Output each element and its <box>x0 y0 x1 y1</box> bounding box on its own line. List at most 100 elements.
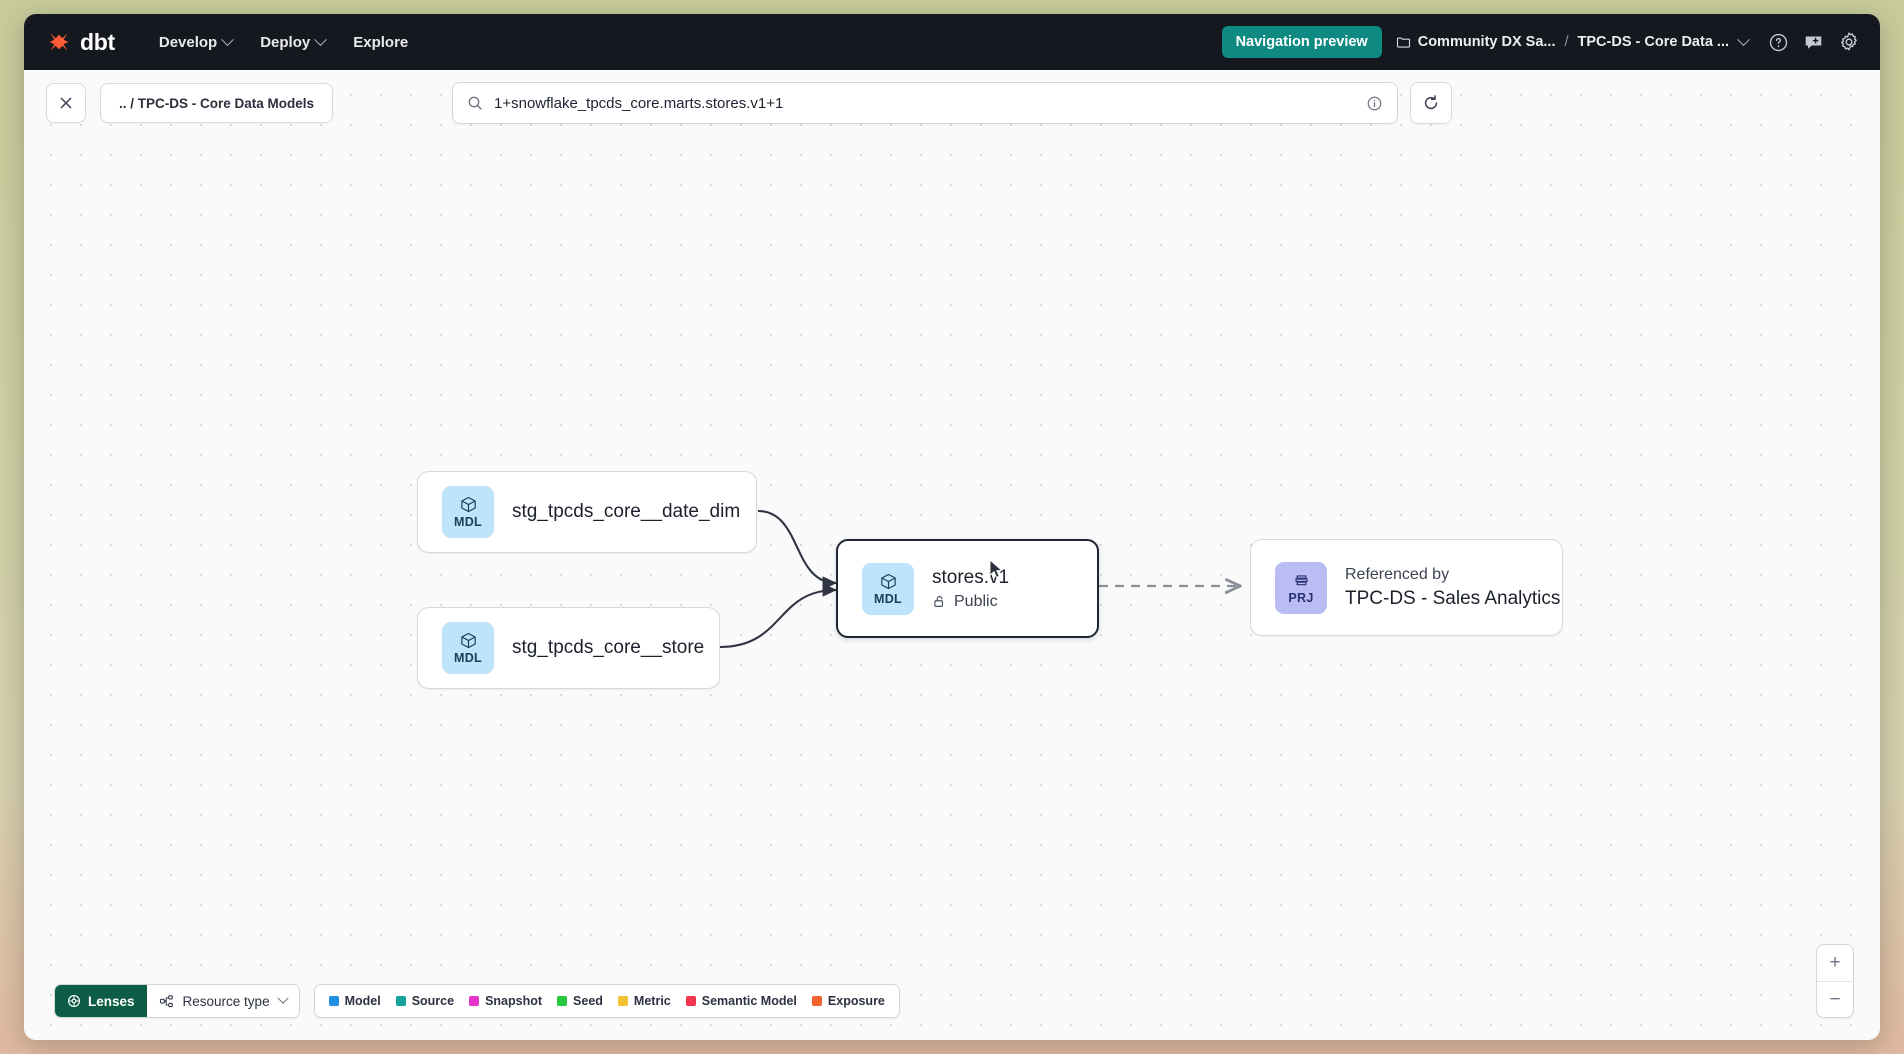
lineage-canvas[interactable]: MDL stg_tpcds_core__date_dim MDL stg_tpc… <box>24 70 1880 1040</box>
model-badge: MDL <box>442 486 494 538</box>
legend-swatch <box>811 996 822 1006</box>
legend-swatch <box>617 996 628 1006</box>
dbt-logo-icon <box>46 30 72 54</box>
legend-swatch <box>557 996 568 1006</box>
graph-node-model-stores-v1[interactable]: MDL stores.v1 Public <box>836 539 1099 638</box>
lenses-group: Lenses Resource type <box>54 984 300 1018</box>
chevron-down-icon <box>221 32 235 46</box>
graph-node-access-label: Public <box>954 592 998 610</box>
zoom-out-button[interactable]: − <box>1817 981 1853 1017</box>
feedback-icon[interactable] <box>1803 32 1824 53</box>
settings-icon[interactable] <box>1838 31 1860 53</box>
legend-swatch <box>469 996 480 1006</box>
primary-nav: Develop Deploy Explore <box>147 27 420 58</box>
breadcrumb-project-label: TPC-DS - Core Data ... <box>1577 34 1729 50</box>
stack-icon <box>1292 571 1311 590</box>
graph-node-text: Referenced by TPC-DS - Sales Analytics <box>1345 566 1560 610</box>
zoom-in-button[interactable]: + <box>1829 952 1841 973</box>
graph-node-access: Public <box>932 593 1009 611</box>
resource-type-label: Resource type <box>182 993 270 1009</box>
model-badge-label: MDL <box>874 591 902 606</box>
resource-type-legend: Model Source Snapshot Seed <box>313 984 900 1018</box>
nav-item-deploy-label: Deploy <box>260 33 311 51</box>
dbt-logo-text: dbt <box>80 28 115 55</box>
model-badge-label: MDL <box>454 515 482 529</box>
legend-item-source: Source <box>395 994 455 1008</box>
lenses-label: Lenses <box>88 993 135 1009</box>
graph-node-title: stg_tpcds_core__store <box>512 637 705 658</box>
legend-label: Exposure <box>827 994 885 1008</box>
close-lineage-button[interactable] <box>46 83 86 123</box>
legend-swatch <box>685 996 696 1006</box>
top-nav-actions <box>1768 31 1860 53</box>
lineage-search-input[interactable] <box>494 94 1355 112</box>
legend-item-snapshot: Snapshot <box>469 994 542 1008</box>
chevron-down-icon <box>314 32 328 46</box>
legend-swatch <box>395 996 406 1006</box>
top-nav-right: Navigation preview Community DX Sa... / … <box>1221 26 1860 58</box>
lens-icon <box>67 994 81 1008</box>
nav-item-develop-label: Develop <box>158 33 218 51</box>
project-badge-label: PRJ <box>1288 590 1314 605</box>
help-icon[interactable] <box>1768 32 1789 53</box>
lineage-edges <box>719 509 1880 649</box>
graph-node-project-referenced-by[interactable]: PRJ Referenced by TPC-DS - Sales Analyti… <box>1250 539 1563 636</box>
chevron-down-icon <box>276 992 289 1004</box>
project-breadcrumb-button[interactable]: .. / TPC-DS - Core Data Models <box>100 83 334 123</box>
graph-node-title: stg_tpcds_core__date_dim <box>512 501 741 522</box>
breadcrumb-account[interactable]: Community DX Sa... <box>1396 34 1556 50</box>
folder-icon <box>1396 35 1411 50</box>
dbt-logo[interactable]: dbt <box>34 29 133 56</box>
nav-item-explore-label: Explore <box>353 33 409 51</box>
graph-node-kicker: Referenced by <box>1345 565 1450 583</box>
close-icon <box>58 95 74 111</box>
breadcrumb-project[interactable]: TPC-DS - Core Data ... <box>1577 32 1750 50</box>
legend-item-seed: Seed <box>557 994 603 1008</box>
model-badge: MDL <box>442 622 494 674</box>
legend-swatch <box>328 996 339 1006</box>
legend-label: Snapshot <box>485 994 543 1008</box>
cube-icon <box>879 572 898 591</box>
breadcrumb: Community DX Sa... / TPC-DS - Core Data … <box>1396 32 1750 50</box>
lineage-toolbar: .. / TPC-DS - Core Data Models <box>24 70 1880 136</box>
app-window: dbt Develop Deploy Explore Navigation pr… <box>24 14 1880 1040</box>
model-badge-label: MDL <box>454 651 482 665</box>
cube-icon <box>459 631 478 650</box>
legend-label: Source <box>411 994 455 1008</box>
chevron-down-icon <box>1737 32 1750 46</box>
legend-label: Seed <box>573 994 603 1008</box>
lineage-bottom-toolbar: Lenses Resource type <box>54 984 900 1018</box>
graph-node-title: stores.v1 <box>932 566 1010 588</box>
graph-node-model-date-dim[interactable]: MDL stg_tpcds_core__date_dim <box>417 471 757 553</box>
lenses-button[interactable]: Lenses <box>55 985 147 1017</box>
project-badge: PRJ <box>1275 561 1327 614</box>
lineage-search-area <box>452 82 1452 124</box>
model-badge: MDL <box>862 562 914 615</box>
unlock-icon <box>932 594 947 609</box>
legend-item-semantic-model: Semantic Model <box>685 994 797 1008</box>
graph-node-model-store[interactable]: MDL stg_tpcds_core__store <box>417 607 720 689</box>
nav-item-explore[interactable]: Explore <box>341 27 420 58</box>
refresh-lineage-button[interactable] <box>1410 82 1452 124</box>
nav-item-deploy[interactable]: Deploy <box>248 27 337 58</box>
breadcrumb-separator: / <box>1564 34 1569 50</box>
nav-item-develop[interactable]: Develop <box>147 27 244 58</box>
top-navigation-bar: dbt Develop Deploy Explore Navigation pr… <box>24 14 1880 70</box>
search-icon <box>467 95 483 111</box>
navigation-preview-button[interactable]: Navigation preview <box>1221 26 1382 58</box>
resource-type-dropdown[interactable]: Resource type <box>146 985 299 1017</box>
breadcrumb-account-label: Community DX Sa... <box>1417 34 1556 50</box>
legend-item-metric: Metric <box>617 994 671 1008</box>
legend-item-model: Model <box>328 994 381 1008</box>
lineage-search-box[interactable] <box>452 82 1398 124</box>
refresh-icon <box>1422 94 1440 112</box>
graph-node-title: TPC-DS - Sales Analytics <box>1345 587 1561 609</box>
cube-icon <box>459 495 478 514</box>
info-icon[interactable] <box>1366 95 1383 112</box>
legend-label: Metric <box>633 994 671 1008</box>
graph-node-text: stores.v1 Public <box>932 567 1009 611</box>
legend-label: Semantic Model <box>701 994 797 1008</box>
legend-label: Model <box>344 994 381 1008</box>
legend-item-exposure: Exposure <box>811 994 885 1008</box>
